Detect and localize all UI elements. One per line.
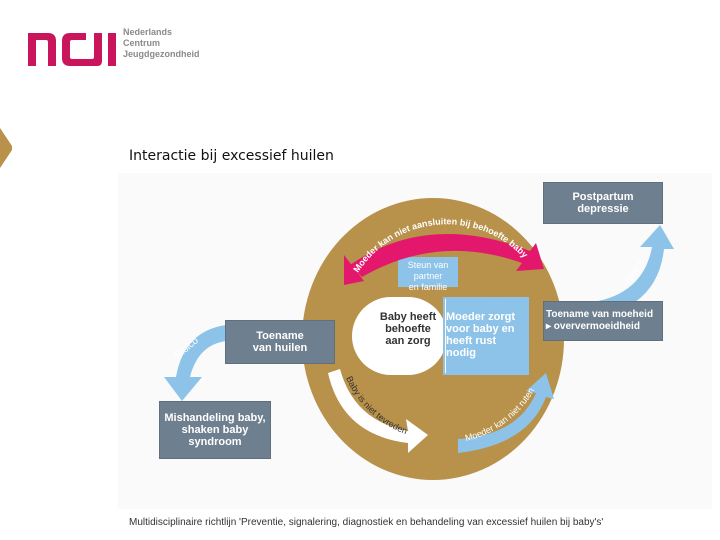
steun-line-2: en familie [408,282,448,292]
toename-moeheid-line-1: Toename van moeheid [546,309,654,320]
mishandeling-line-1: Mishandeling baby, [164,412,266,424]
moeder-zorgt-line-1: Moeder zorgt [446,311,516,323]
toename-huilen-box: Toename van huilen [225,320,335,364]
steun-label: Steun van partner en familie [396,260,460,293]
steun-line-1: Steun van partner [407,260,449,281]
diagram-panel: Moeder kan niet aansluiten bij behoefte … [118,173,712,509]
moeder-zorgt-line-3: heeft rust [446,335,497,347]
moeder-zorgt-line-2: voor baby en [446,323,515,335]
mishandeling-box: Mishandeling baby, shaken baby syndroom [159,401,271,459]
postpartum-box: Postpartum depressie [543,182,663,224]
slide-title: Interactie bij excessief huilen [129,148,334,164]
slide-tab-marker [0,128,12,168]
ncj-logo-icon [28,33,116,66]
toename-moeheid-box: Toename van moeheid ▸ oververmoeidheid [543,301,663,341]
toename-moeheid-line-2: ▸ oververmoeidheid [546,321,640,332]
risico-left-arrow [164,325,226,401]
moeder-zorgt-line-4: nodig [446,347,476,359]
mishandeling-line-2: shaken baby [181,424,249,436]
risico-right-arrow [598,225,674,317]
logo-wordmark: Nederlands Centrum Jeugdgezondheid [123,27,200,60]
logo-line-3: Jeugdgezondheid [123,49,200,59]
logo-line-2: Centrum [123,38,161,48]
baby-heeft-label: Baby heeft behoefte aan zorg [374,311,442,347]
logo-line-1: Nederlands [123,27,173,37]
steun-box-bg [398,257,458,287]
postpartum-line-1: Postpartum [572,191,634,203]
baby-heeft-line-1: Baby heeft [379,311,437,323]
toename-huilen-line-2: van huilen [252,342,308,354]
baby-heeft-line-3: aan zorg [385,335,431,347]
diagram-graphic: Moeder kan niet aansluiten bij behoefte … [164,198,674,480]
white-arc-arrow [328,369,428,453]
source-caption: Multidisciplinaire richtlijn 'Preventie,… [129,517,604,528]
toename-huilen-line-1: Toename [256,330,304,342]
baby-heeft-line-2: behoefte [385,323,431,335]
moeder-zorgt-label: Moeder zorgt voor baby en heeft rust nod… [446,311,526,359]
magenta-arc-arrow [350,233,544,277]
center-white-half [352,297,447,375]
mishandeling-line-3: syndroom [188,436,242,448]
blue-arc-arrow [458,373,554,453]
postpartum-line-2: depressie [577,203,629,215]
